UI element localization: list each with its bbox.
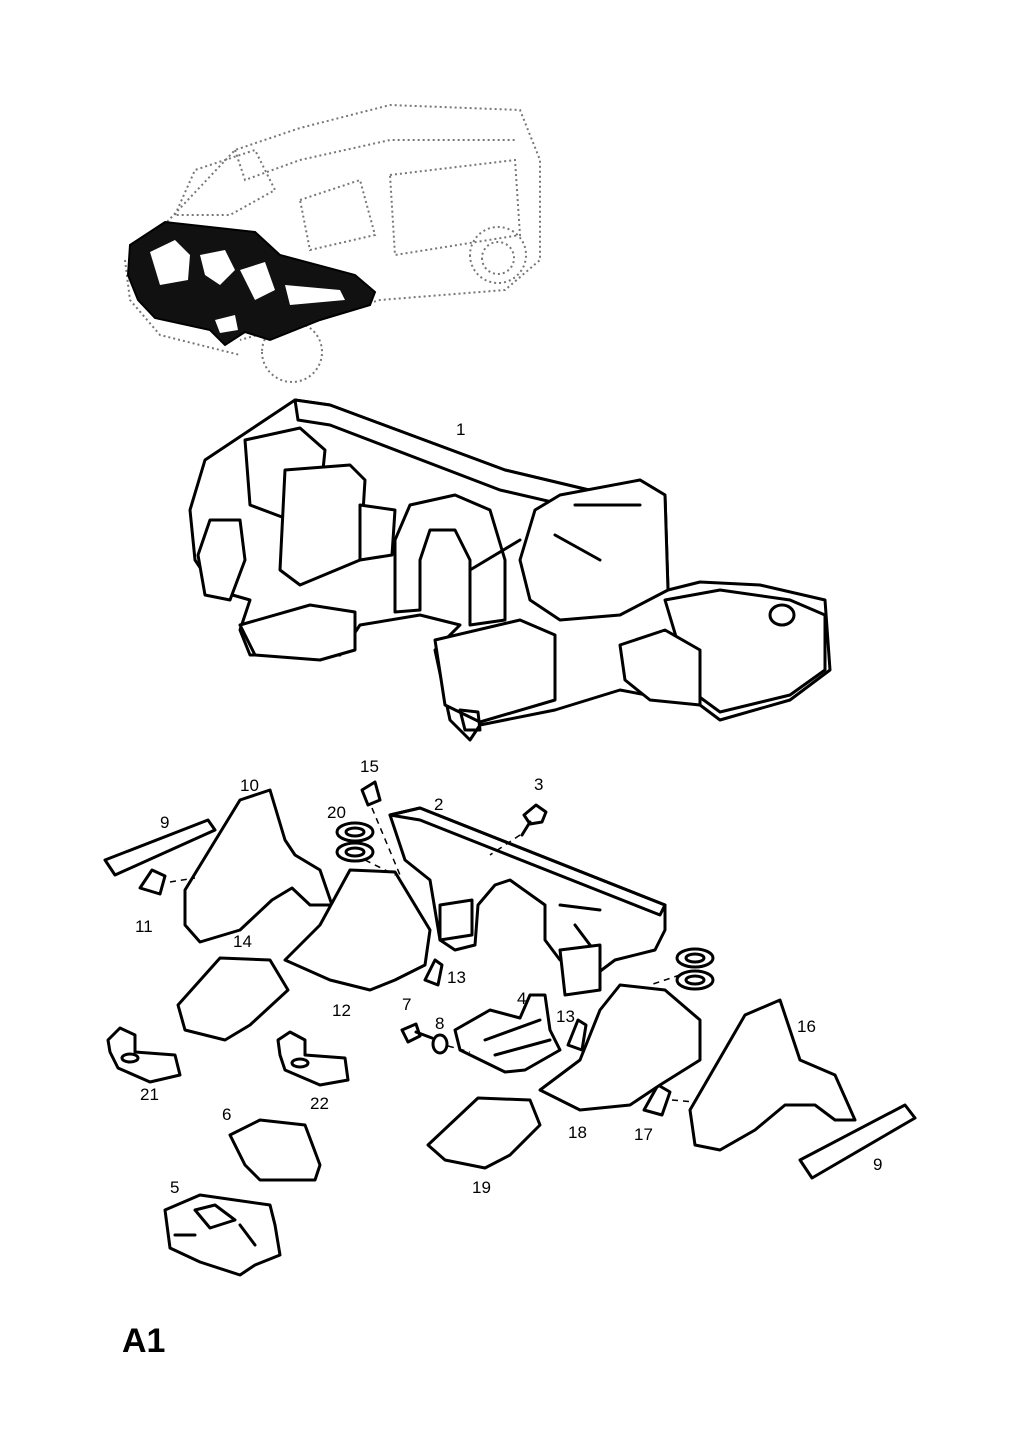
part-9-left-sill-member [103, 818, 217, 877]
part-2-dash-panel [388, 806, 667, 997]
callout-11: 11 [135, 917, 153, 936]
callout-5: 5 [170, 1178, 179, 1197]
part-21-mounting-bracket [106, 1026, 182, 1084]
part-17-small-bracket [642, 1083, 696, 1117]
part-14-left-floor-panel [176, 956, 290, 1042]
callout-9-right: 9 [873, 1155, 882, 1174]
callout-13-left: 13 [447, 968, 466, 987]
callout-22: 22 [310, 1094, 329, 1113]
part-13-right-gusset [566, 1018, 588, 1052]
callout-3: 3 [534, 775, 543, 794]
callout-8: 8 [435, 1014, 444, 1033]
callout-15: 15 [360, 757, 379, 776]
callout-10: 10 [240, 776, 259, 795]
callout-16: 16 [797, 1017, 816, 1036]
part-9-right-sill-member [798, 1103, 917, 1180]
callout-18: 18 [568, 1123, 587, 1142]
callout-20: 20 [327, 803, 346, 822]
van-locator-illustration [124, 103, 541, 383]
callout-7: 7 [402, 995, 411, 1014]
part-20-grommets [335, 821, 715, 991]
callout-21: 21 [140, 1085, 159, 1104]
page-code-label: A1 [122, 1322, 165, 1360]
callout-2: 2 [434, 795, 443, 814]
callout-14: 14 [233, 932, 252, 951]
callout-6: 6 [222, 1105, 231, 1124]
callout-labels: 1 2 3 4 5 6 7 8 9 9 10 11 12 13 13 14 15… [135, 420, 882, 1197]
callout-12: 12 [332, 1001, 351, 1020]
part-7-bolt [400, 1022, 434, 1044]
callout-9-left: 9 [160, 813, 169, 832]
part-19-right-floor-panel [426, 1096, 542, 1170]
callout-19: 19 [472, 1178, 491, 1197]
callout-13-right: 13 [556, 1007, 575, 1026]
part-5-reinforcement-block [163, 1193, 282, 1277]
part-15-retaining-clip [360, 780, 401, 876]
part-6-cover-plate [228, 1118, 322, 1182]
part-10-left-wheel-arch-panel [183, 788, 334, 944]
part-12-left-footwell-panel [283, 868, 432, 992]
part-13-left-gusset [423, 958, 444, 987]
callout-4: 4 [517, 989, 526, 1008]
part-4-support-bracket [453, 993, 562, 1074]
part-1-front-body-structure [188, 398, 832, 742]
part-18-right-footwell-panel [538, 983, 702, 1112]
part-8-washer [431, 1033, 471, 1055]
part-3-bolt [489, 803, 548, 856]
callout-1: 1 [456, 420, 465, 439]
part-22-mounting-bracket [276, 1030, 350, 1087]
part-11-small-bracket [138, 868, 196, 896]
callout-17: 17 [634, 1125, 653, 1144]
part-16-right-wheel-arch-panel [688, 998, 857, 1152]
